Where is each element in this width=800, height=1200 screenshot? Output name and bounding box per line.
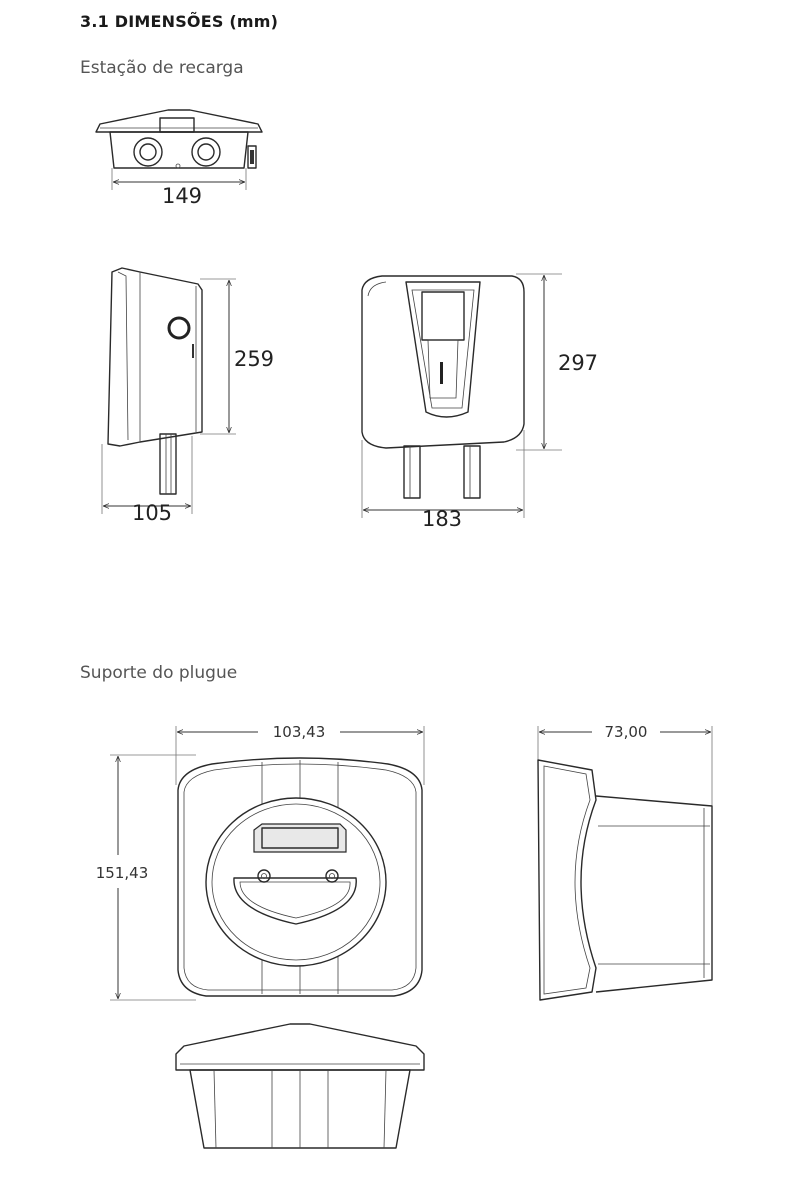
plug-holder-side-view: [537, 726, 713, 1001]
charging-station-label: Estação de recarga: [80, 58, 244, 78]
dim-holder-front-width: 103,43: [273, 723, 326, 741]
dim-holder-side-depth: 73,00: [605, 723, 648, 741]
station-top-view: [95, 109, 263, 190]
dim-holder-front-height: 151,43: [96, 864, 149, 882]
dim-front-height: 297: [558, 351, 598, 375]
plug-holder-front-view: [110, 726, 425, 1001]
dim-front-width: 183: [422, 507, 462, 531]
section-title: 3.1 DIMENSÕES (mm): [80, 12, 279, 31]
station-side-view: [101, 267, 236, 514]
dim-side-depth: 105: [132, 501, 172, 525]
dim-side-height: 259: [234, 347, 274, 371]
plug-holder-top-view: [175, 1023, 425, 1149]
dim-top-width: 149: [162, 184, 202, 208]
station-front-view: [361, 273, 562, 518]
plug-holder-label: Suporte do plugue: [80, 663, 238, 683]
